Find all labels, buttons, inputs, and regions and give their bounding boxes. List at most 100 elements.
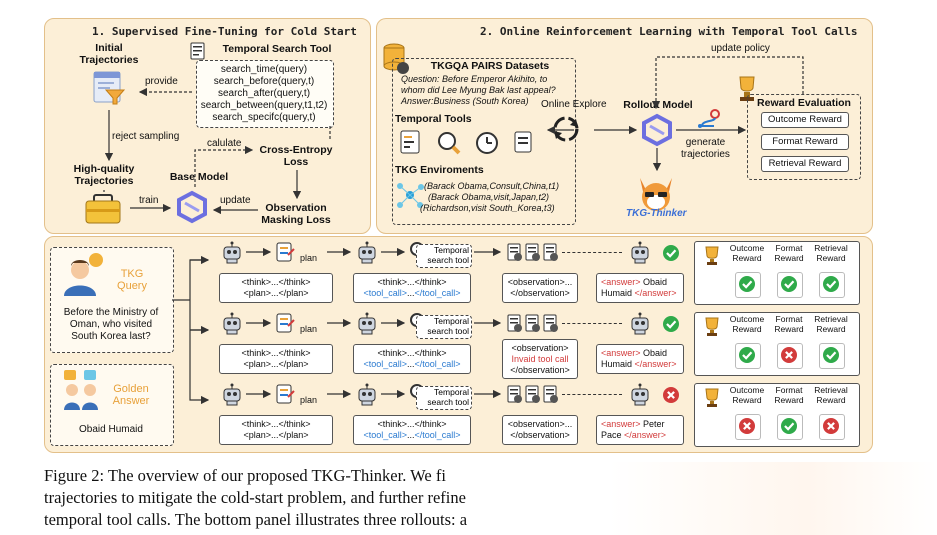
document-icon [542,314,560,334]
toolbox-icon [84,193,124,225]
reward-header: Outcome Reward [729,385,765,405]
check-icon [822,346,840,364]
calulate-label: calulate [207,138,242,149]
plan-icon [274,312,296,334]
env-fact: (Barack Obama,Consult,China,t1) [424,181,560,191]
caption-line-1: Figure 2: The overview of our proposed T… [44,466,446,485]
robot-icon [355,240,379,264]
initial-trajectories-label: Initial Trajectories [79,42,139,66]
update-policy-label: update policy [711,43,770,54]
temporal-search-tool-box: Temporal search tool [416,315,472,339]
reward-evaluation-title: Reward Evaluation [757,97,851,109]
datasets-title: TKGQA PAIRS Datasets [430,60,550,72]
robot-icon [220,240,244,264]
golden-text: Obaid Humaid [79,424,143,435]
online-explore-label: Online Explore [541,99,607,110]
correct-check-icon [662,244,680,262]
tool-doc-icon [190,42,206,60]
reward-header: Retrieval Reward [814,385,848,405]
provide-label: provide [145,76,178,87]
graph-icon [394,178,426,212]
check-icon [738,346,756,364]
reward-header: Outcome Reward [729,314,765,334]
document-icon [524,385,542,405]
temporal-tools-label: Temporal Tools [395,113,472,125]
observation-box: <observation>...</observation> [502,273,578,303]
temporal-search-tool-box: Temporal search tool [416,244,472,268]
temporal-search-tool-title: Temporal Search Tool [222,43,332,55]
datasets-box [392,58,576,225]
think-plan-box: <think>...</think><plan>...</plan> [219,344,333,374]
correct-check-icon [662,315,680,333]
reward-header: Format Reward [774,314,804,334]
dataset-answer: Answer:Business (South Korea) [401,96,529,106]
mascot-label: TKG-Thinker [626,208,687,219]
document-icon [506,314,524,334]
check-icon [822,275,840,293]
format-reward-box: Format Reward [761,134,849,150]
dashed-connector [562,394,622,395]
tool-list: search_time(query) search_before(query,t… [196,64,332,124]
two-people-icon [60,368,104,412]
plan-label: plan [300,324,318,334]
caption-line-3: temporal tool calls. The bottom panel il… [44,510,468,529]
dashed-connector [562,323,622,324]
tools-icon-row [397,128,547,158]
cycle-icon [550,113,582,145]
mascot-fox-icon [628,170,684,228]
outcome-reward-box: Outcome Reward [761,112,849,128]
think-plan-box: <think>...</think><plan>...</plan> [219,273,333,303]
reward-header: Retrieval Reward [814,314,848,334]
train-label: train [139,195,159,206]
tool-item: search_after(query,t) [217,88,311,99]
tool-item: search_before(query,t) [213,76,315,87]
tool-list-box [196,60,334,128]
query-label: TKG Query [117,268,147,292]
dataset-question: Question: Before Emperor Akihito, to who… [401,74,556,95]
observation-masking-label: Observation Masking Loss [261,202,331,226]
check-icon [780,275,798,293]
document-icon [542,243,560,263]
sft-title: 1. Supervised Fine-Tuning for Cold Start [92,25,357,38]
plan-icon [274,383,296,405]
reject-sampling-label: reject sampling [112,131,180,142]
retrieval-reward-box: Retrieval Reward [761,156,849,172]
tool-item: search_time(query) [220,64,308,75]
robot-icon [628,240,652,264]
caption-line-2: trajectories to mitigate the cold-start … [44,488,466,507]
dashed-connector [562,252,622,253]
think-plan-box: <think>...</think><plan>...</plan> [219,415,333,445]
robot-icon [628,311,652,335]
think-tool-call-box: <think>...</think><tool_call>...</tool_c… [353,415,471,445]
env-fact: (Barack Obama,visit,Japan,t2) [428,192,550,202]
temporal-search-tool-box: Temporal search tool [416,386,472,410]
tool-item: search_specifc(query,t) [212,112,316,123]
robot-icon [220,311,244,335]
base-model-label: Base Model [169,171,229,183]
plan-icon [274,241,296,263]
check-icon [738,275,756,293]
reward-header: Format Reward [774,243,804,263]
plan-label: plan [300,253,318,263]
document-icon [524,314,542,334]
high-quality-trajectories-label: High-quality Trajectories [73,163,135,187]
cross-entropy-label: Cross-Entropy Loss [259,144,333,168]
think-tool-call-box: <think>...</think><tool_call>...</tool_c… [353,344,471,374]
user-avatar-icon [60,252,104,298]
document-icon [506,385,524,405]
document-icon [524,243,542,263]
trophy-icon [702,245,722,267]
